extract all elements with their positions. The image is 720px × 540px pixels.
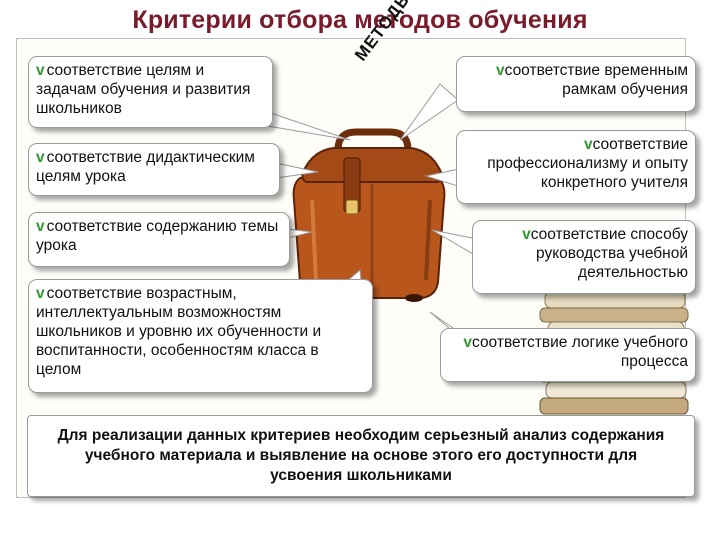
criterion-box-right-2: vсоответствие профессионализму и опыту к… xyxy=(456,130,696,204)
criterion-box-right-1: vсоответствие временным рамкам обучения xyxy=(456,56,696,112)
page-title: Критерии отбора методов обучения xyxy=(132,6,588,34)
criterion-text: соответствие целям и задачам обучения и … xyxy=(36,62,251,117)
briefcase-illustration xyxy=(292,128,446,302)
callout-pointers xyxy=(255,83,482,341)
criterion-text: соответствие профессионализму и опыту ко… xyxy=(487,136,688,191)
criterion-box-right-4: vсоответствие логике учебного процесса xyxy=(440,328,696,382)
criterion-text: соответствие временным рамкам обучения xyxy=(504,62,688,98)
criterion-box-right-3: vсоответствие способу руководства учебно… xyxy=(472,220,696,294)
conclusion-box: Для реализации данных критериев необходи… xyxy=(27,415,695,497)
bullet-icon: v xyxy=(36,218,45,235)
bullet-icon: v xyxy=(496,62,505,79)
conclusion-text: Для реализации данных критериев необходи… xyxy=(57,427,665,484)
criterion-text: соответствие логике учебного процесса xyxy=(472,334,688,370)
criterion-text: соответствие содержанию темы урока xyxy=(36,218,279,254)
bullet-icon: v xyxy=(36,62,45,79)
bullet-icon: v xyxy=(522,226,531,243)
criterion-text: соответствие возрастным, интеллектуальны… xyxy=(36,285,322,378)
bullet-icon: v xyxy=(36,285,45,302)
bullet-icon: v xyxy=(583,136,593,153)
bullet-icon: v xyxy=(36,149,45,166)
criterion-text: соответствие дидактическим целям урока xyxy=(36,149,255,185)
criterion-text: соответствие способу руководства учебной… xyxy=(530,226,688,281)
bullet-icon: v xyxy=(463,334,473,351)
